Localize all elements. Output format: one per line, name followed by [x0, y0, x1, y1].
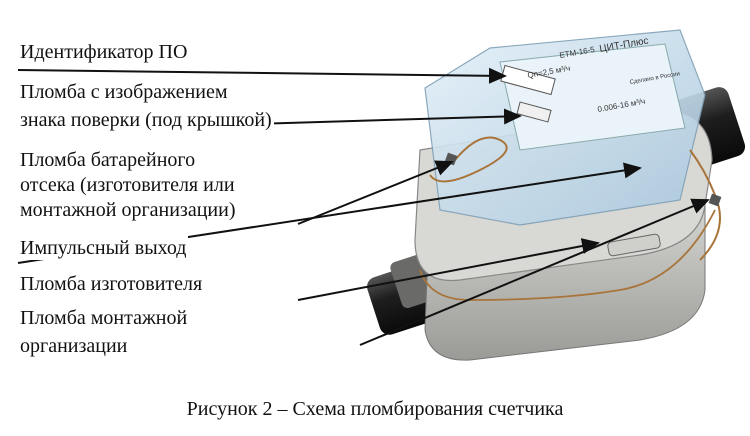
meter-illustration: ЦИТ-Плюс ЕТМ-16-5 Qn=2,5 м³/ч 0.006-16 м…	[367, 29, 746, 361]
seal-wire-battery	[429, 136, 508, 183]
callout-line-battery-seal	[297, 160, 454, 225]
callout-line-software-id	[17, 67, 507, 84]
label-battery-seal-line2: отсека (изготовителя или	[20, 174, 235, 196]
label-software-id-text: Идентификатор ПО	[20, 41, 188, 63]
label-installer-seal-line1: Пломба монтажной	[20, 307, 188, 329]
label-battery-seal-line1: Пломба батарейного	[20, 149, 196, 171]
label-installer-seal: Пломба монтажной организации	[18, 306, 190, 358]
label-verification-seal-line1: Пломба с изображением	[20, 81, 228, 103]
label-verification-seal: Пломба с изображением знака поверки (под…	[18, 80, 274, 132]
label-battery-seal-line3: монтажной организации)	[20, 199, 236, 221]
figure-caption: Рисунок 2 – Схема пломбирования счетчика	[186, 398, 564, 420]
verification-seal	[516, 101, 552, 123]
label-verification-seal-line2: знака поверки (под крышкой)	[20, 109, 272, 131]
pulse-output-connector	[607, 233, 661, 257]
seal-installer-clip	[708, 193, 722, 207]
label-installer-seal-line2: организации	[20, 335, 128, 357]
label-pulse-output-text: Импульсный выход	[20, 237, 187, 259]
callout-line-manufacturer-seal	[297, 238, 600, 301]
label-battery-seal: Пломба батарейного отсека (изготовителя …	[18, 148, 238, 222]
label-software-id: Идентификатор ПО	[18, 40, 190, 64]
seal-wire-installer	[419, 209, 716, 301]
label-manufacturer-seal-text: Пломба изготовителя	[20, 273, 203, 295]
label-manufacturer-seal: Пломба изготовителя	[18, 272, 205, 296]
label-pulse-output: Импульсный выход	[18, 236, 189, 260]
callout-line-installer-seal	[359, 198, 710, 346]
